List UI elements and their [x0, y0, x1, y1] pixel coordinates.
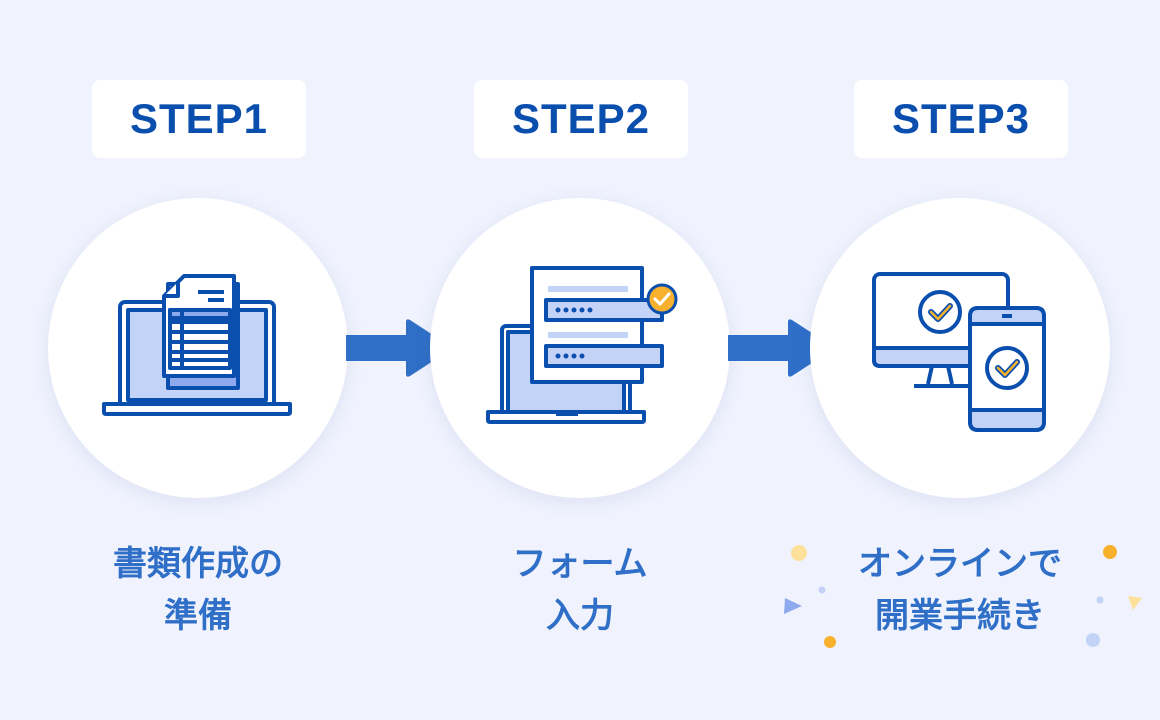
step2-badge-text: STEP2: [511, 95, 651, 142]
confetti-decoration: [784, 545, 1142, 648]
step2-label: フォーム 入力: [420, 538, 740, 642]
step2-label-line2: 入力: [546, 596, 614, 636]
arrow-right-icon: [728, 319, 834, 377]
confetti-dot: [1103, 545, 1117, 559]
step2-badge: STEP2: [474, 80, 688, 158]
step1-label: 書類作成の 準備: [38, 538, 358, 642]
step3-circle: [810, 198, 1110, 498]
form-input-icon: [486, 266, 678, 424]
confetti-dot: [1096, 596, 1104, 604]
step2-circle: [430, 198, 730, 498]
confetti-dot: [824, 636, 836, 648]
step1-badge: STEP1: [92, 80, 306, 158]
devices-check-icon: [872, 272, 1046, 432]
confetti-dot: [818, 586, 826, 594]
step1-label-line2: 準備: [164, 596, 232, 636]
step3-label: オンラインで 開業手続き: [800, 538, 1120, 642]
step3-label-line1: オンラインで: [858, 544, 1062, 584]
laptop-document-icon: [102, 274, 292, 416]
step3-label-line2: 開業手続き: [875, 596, 1045, 636]
check-badge-icon: [646, 283, 678, 315]
confetti-dot: [791, 545, 807, 561]
step1-badge-text: STEP1: [129, 95, 269, 142]
confetti-triangle: [1128, 596, 1142, 610]
step1-circle: [48, 198, 348, 498]
step3-badge-text: STEP3: [891, 95, 1031, 142]
step2-label-line1: フォーム: [512, 544, 648, 584]
confetti-triangle: [784, 598, 802, 614]
step1-label-line1: 書類作成の: [113, 544, 283, 584]
confetti-dot: [1086, 633, 1100, 647]
arrow-right-icon: [346, 319, 452, 377]
step3-badge: STEP3: [854, 80, 1068, 158]
